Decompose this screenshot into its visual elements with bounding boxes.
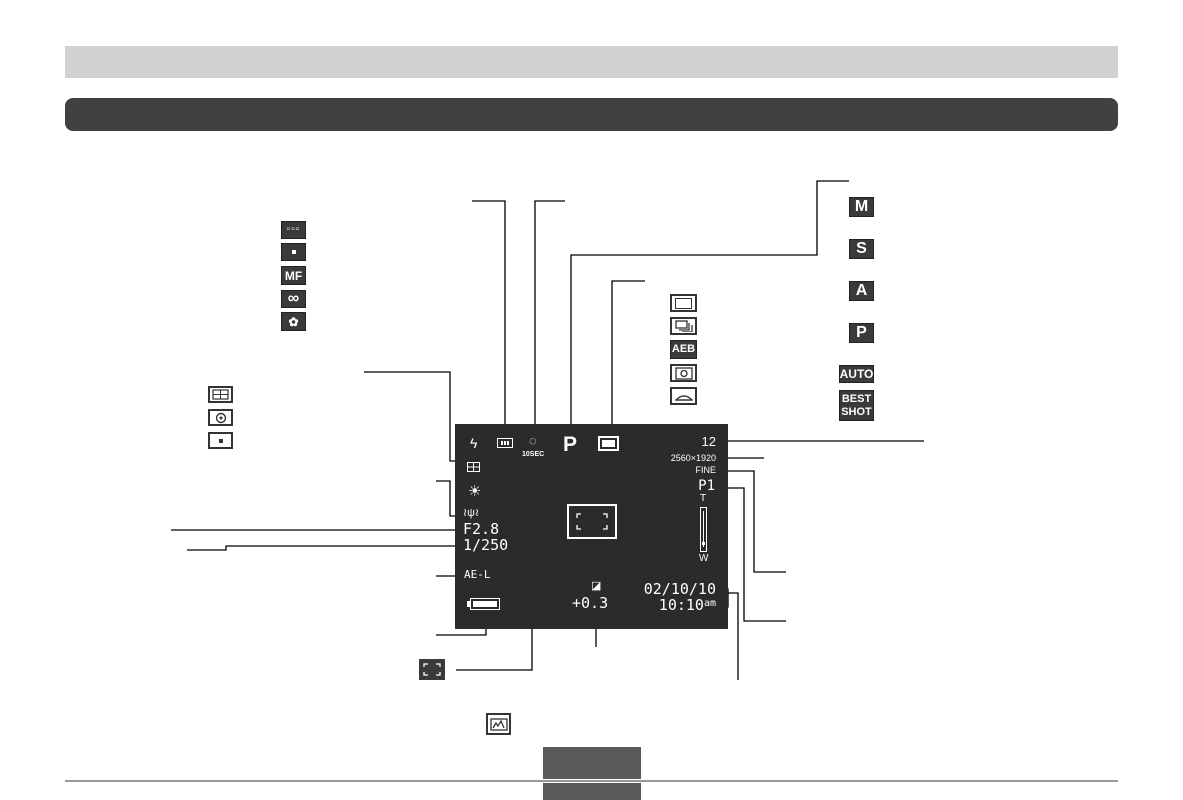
zoom-bar [700, 507, 707, 552]
multi-shot-icon [670, 364, 697, 382]
self-timer-icon: ◌ [529, 433, 537, 448]
mode-program-icon: P [849, 323, 874, 343]
ae-lock-indicator: AE-L [464, 568, 491, 581]
focus-frame [567, 504, 617, 539]
header-bar [65, 46, 1118, 78]
aperture-value: F2.8 [463, 520, 500, 538]
time-am-pm: am [703, 598, 716, 609]
exposure-compensation: +0.3 [572, 594, 609, 612]
date-display: 02/10/10 [643, 580, 716, 598]
image-quality: FINE [695, 465, 716, 475]
histogram-icon [486, 713, 511, 735]
spot-metering-icon [208, 432, 233, 449]
focus-frame-icon [419, 659, 445, 680]
metering-icon [467, 459, 480, 472]
autofocus-icon [497, 438, 513, 448]
flash-icon: ϟ [470, 435, 478, 451]
shots-remaining: 12 [701, 434, 716, 449]
shooting-mode: P [563, 433, 578, 456]
shutter-speed-value: 1/250 [463, 536, 509, 554]
drive-mode-icon [598, 436, 619, 451]
date-block: 02/10/10 10:10am [644, 582, 716, 615]
mode-aperture-priority-icon: A [849, 281, 874, 301]
autofocus-icon: ▫▫▫ [281, 221, 306, 239]
multi-pattern-metering-icon [208, 386, 233, 403]
ev-icon: ◪ [591, 580, 602, 592]
footer-rule [65, 780, 1118, 782]
battery-icon [467, 598, 501, 610]
mode-shutter-priority-icon: S [849, 239, 874, 259]
preset-number: P1 [698, 478, 715, 494]
time-display: 10:10 [658, 596, 704, 614]
white-balance-icon: ☀ [468, 483, 482, 500]
center-weighted-metering-icon [208, 409, 233, 426]
infinity-icon: ∞ [281, 290, 306, 308]
anti-shake-icon: ≀ψ≀ [463, 507, 480, 519]
single-shot-icon [670, 294, 697, 312]
image-size: 2560×1920 [670, 453, 716, 463]
panorama-icon [670, 387, 697, 405]
aeb-icon: AEB [670, 340, 697, 359]
self-timer-label: 10SEC [522, 451, 545, 458]
section-title-bar [65, 98, 1118, 131]
spot-af-icon [281, 243, 306, 261]
lcd-monitor: ϟ ◌ 10SEC P 12 2560×1920 FINE P1 ☀ ≀ψ≀ F… [455, 424, 728, 629]
mode-manual-icon: M [849, 197, 874, 217]
page-number-tab-lower [543, 783, 641, 800]
continuous-shot-icon [670, 317, 697, 335]
page-number-tab [543, 747, 641, 779]
manual-focus-icon: MF [281, 266, 306, 285]
zoom-tele-label: T [700, 493, 707, 504]
zoom-wide-label: W [699, 553, 709, 564]
mode-auto-icon: AUTO [839, 365, 874, 383]
macro-icon: ✿ [281, 312, 306, 331]
mode-best-shot-icon: BEST SHOT [839, 390, 874, 421]
